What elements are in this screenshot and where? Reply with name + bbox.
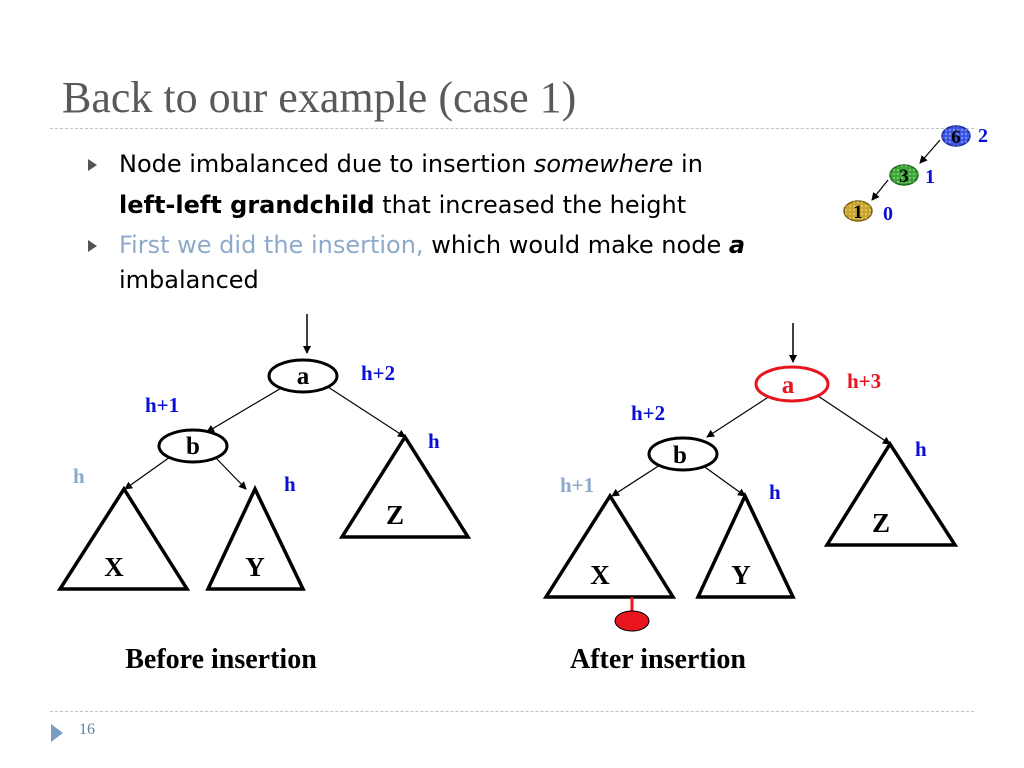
bullet-1: Node imbalanced due to insertion somewhe…: [88, 144, 703, 226]
bullet-1-line-2: left-left grandchild that increased the …: [119, 191, 687, 219]
after-height-b: h+2: [631, 401, 665, 425]
after-tree: a b X Y Z h+3 h+2 h+1 h h After insertio…: [542, 323, 959, 675]
after-subtree-x-label: X: [590, 560, 610, 590]
before-caption: Before insertion: [125, 644, 317, 675]
footer-arrow-icon: [51, 724, 63, 742]
after-caption: After insertion: [570, 644, 746, 675]
title-divider: [50, 128, 974, 129]
slide-title: Back to our example (case 1): [62, 73, 577, 122]
mini-node-1: 1 0: [843, 200, 893, 225]
before-subtree-x-label: X: [104, 552, 124, 582]
after-subtree-y-label: Y: [731, 560, 751, 590]
before-height-x: h: [73, 464, 85, 488]
before-node-a: a: [267, 358, 339, 394]
after-subtree-z-label: Z: [872, 508, 890, 538]
before-subtree-z: Z: [338, 433, 472, 539]
bullet-2: First we did the insertion, which would …: [88, 228, 745, 298]
after-subtree-y: Y: [695, 491, 796, 599]
mini-node-3: 3 1: [889, 164, 935, 188]
slide-number: 16: [79, 721, 95, 738]
mini-node-3-height: 1: [925, 166, 935, 188]
mini-node-6: 6 2: [941, 125, 988, 148]
mini-avl-tree: 6 2 3 1 1 0: [843, 125, 988, 225]
after-height-y: h: [769, 480, 781, 504]
footer-divider: [50, 711, 974, 712]
before-node-b-label: b: [186, 433, 200, 460]
after-node-b-label: b: [673, 442, 687, 469]
bullet-arrow-icon: [88, 159, 97, 171]
after-node-b: b: [647, 436, 719, 472]
bullet-2-line-2: imbalanced: [119, 266, 259, 294]
before-height-z: h: [428, 429, 440, 453]
before-tree: a b X Y Z h+2 h+1 h h h Before insertion: [56, 314, 472, 675]
bullet-arrow-icon: [88, 240, 97, 252]
after-subtree-x: X: [542, 492, 677, 599]
mini-node-6-key: 6: [951, 127, 961, 148]
before-height-y: h: [284, 472, 296, 496]
after-subtree-z: Z: [823, 440, 959, 547]
before-node-b: b: [157, 428, 229, 464]
bullet-2-line-1: First we did the insertion, which would …: [119, 231, 746, 259]
before-height-b: h+1: [145, 393, 179, 417]
before-node-a-label: a: [297, 363, 310, 390]
mini-node-6-height: 2: [978, 125, 988, 147]
before-subtree-z-label: Z: [386, 500, 404, 530]
after-height-z: h: [915, 437, 927, 461]
before-subtree-y: Y: [205, 484, 306, 591]
inserted-node-marker: [614, 597, 650, 632]
after-height-x: h+1: [560, 473, 594, 497]
after-node-a-label: a: [782, 372, 795, 399]
before-subtree-y-label: Y: [245, 552, 265, 582]
mini-node-3-key: 3: [899, 166, 909, 187]
mini-node-1-key: 1: [853, 202, 863, 223]
before-height-a: h+2: [361, 361, 395, 385]
before-subtree-x: X: [56, 485, 191, 591]
mini-node-1-height: 0: [883, 203, 893, 225]
after-height-a: h+3: [847, 369, 881, 393]
bullet-1-line-1: Node imbalanced due to insertion somewhe…: [119, 150, 703, 178]
after-node-a: a: [754, 365, 830, 403]
